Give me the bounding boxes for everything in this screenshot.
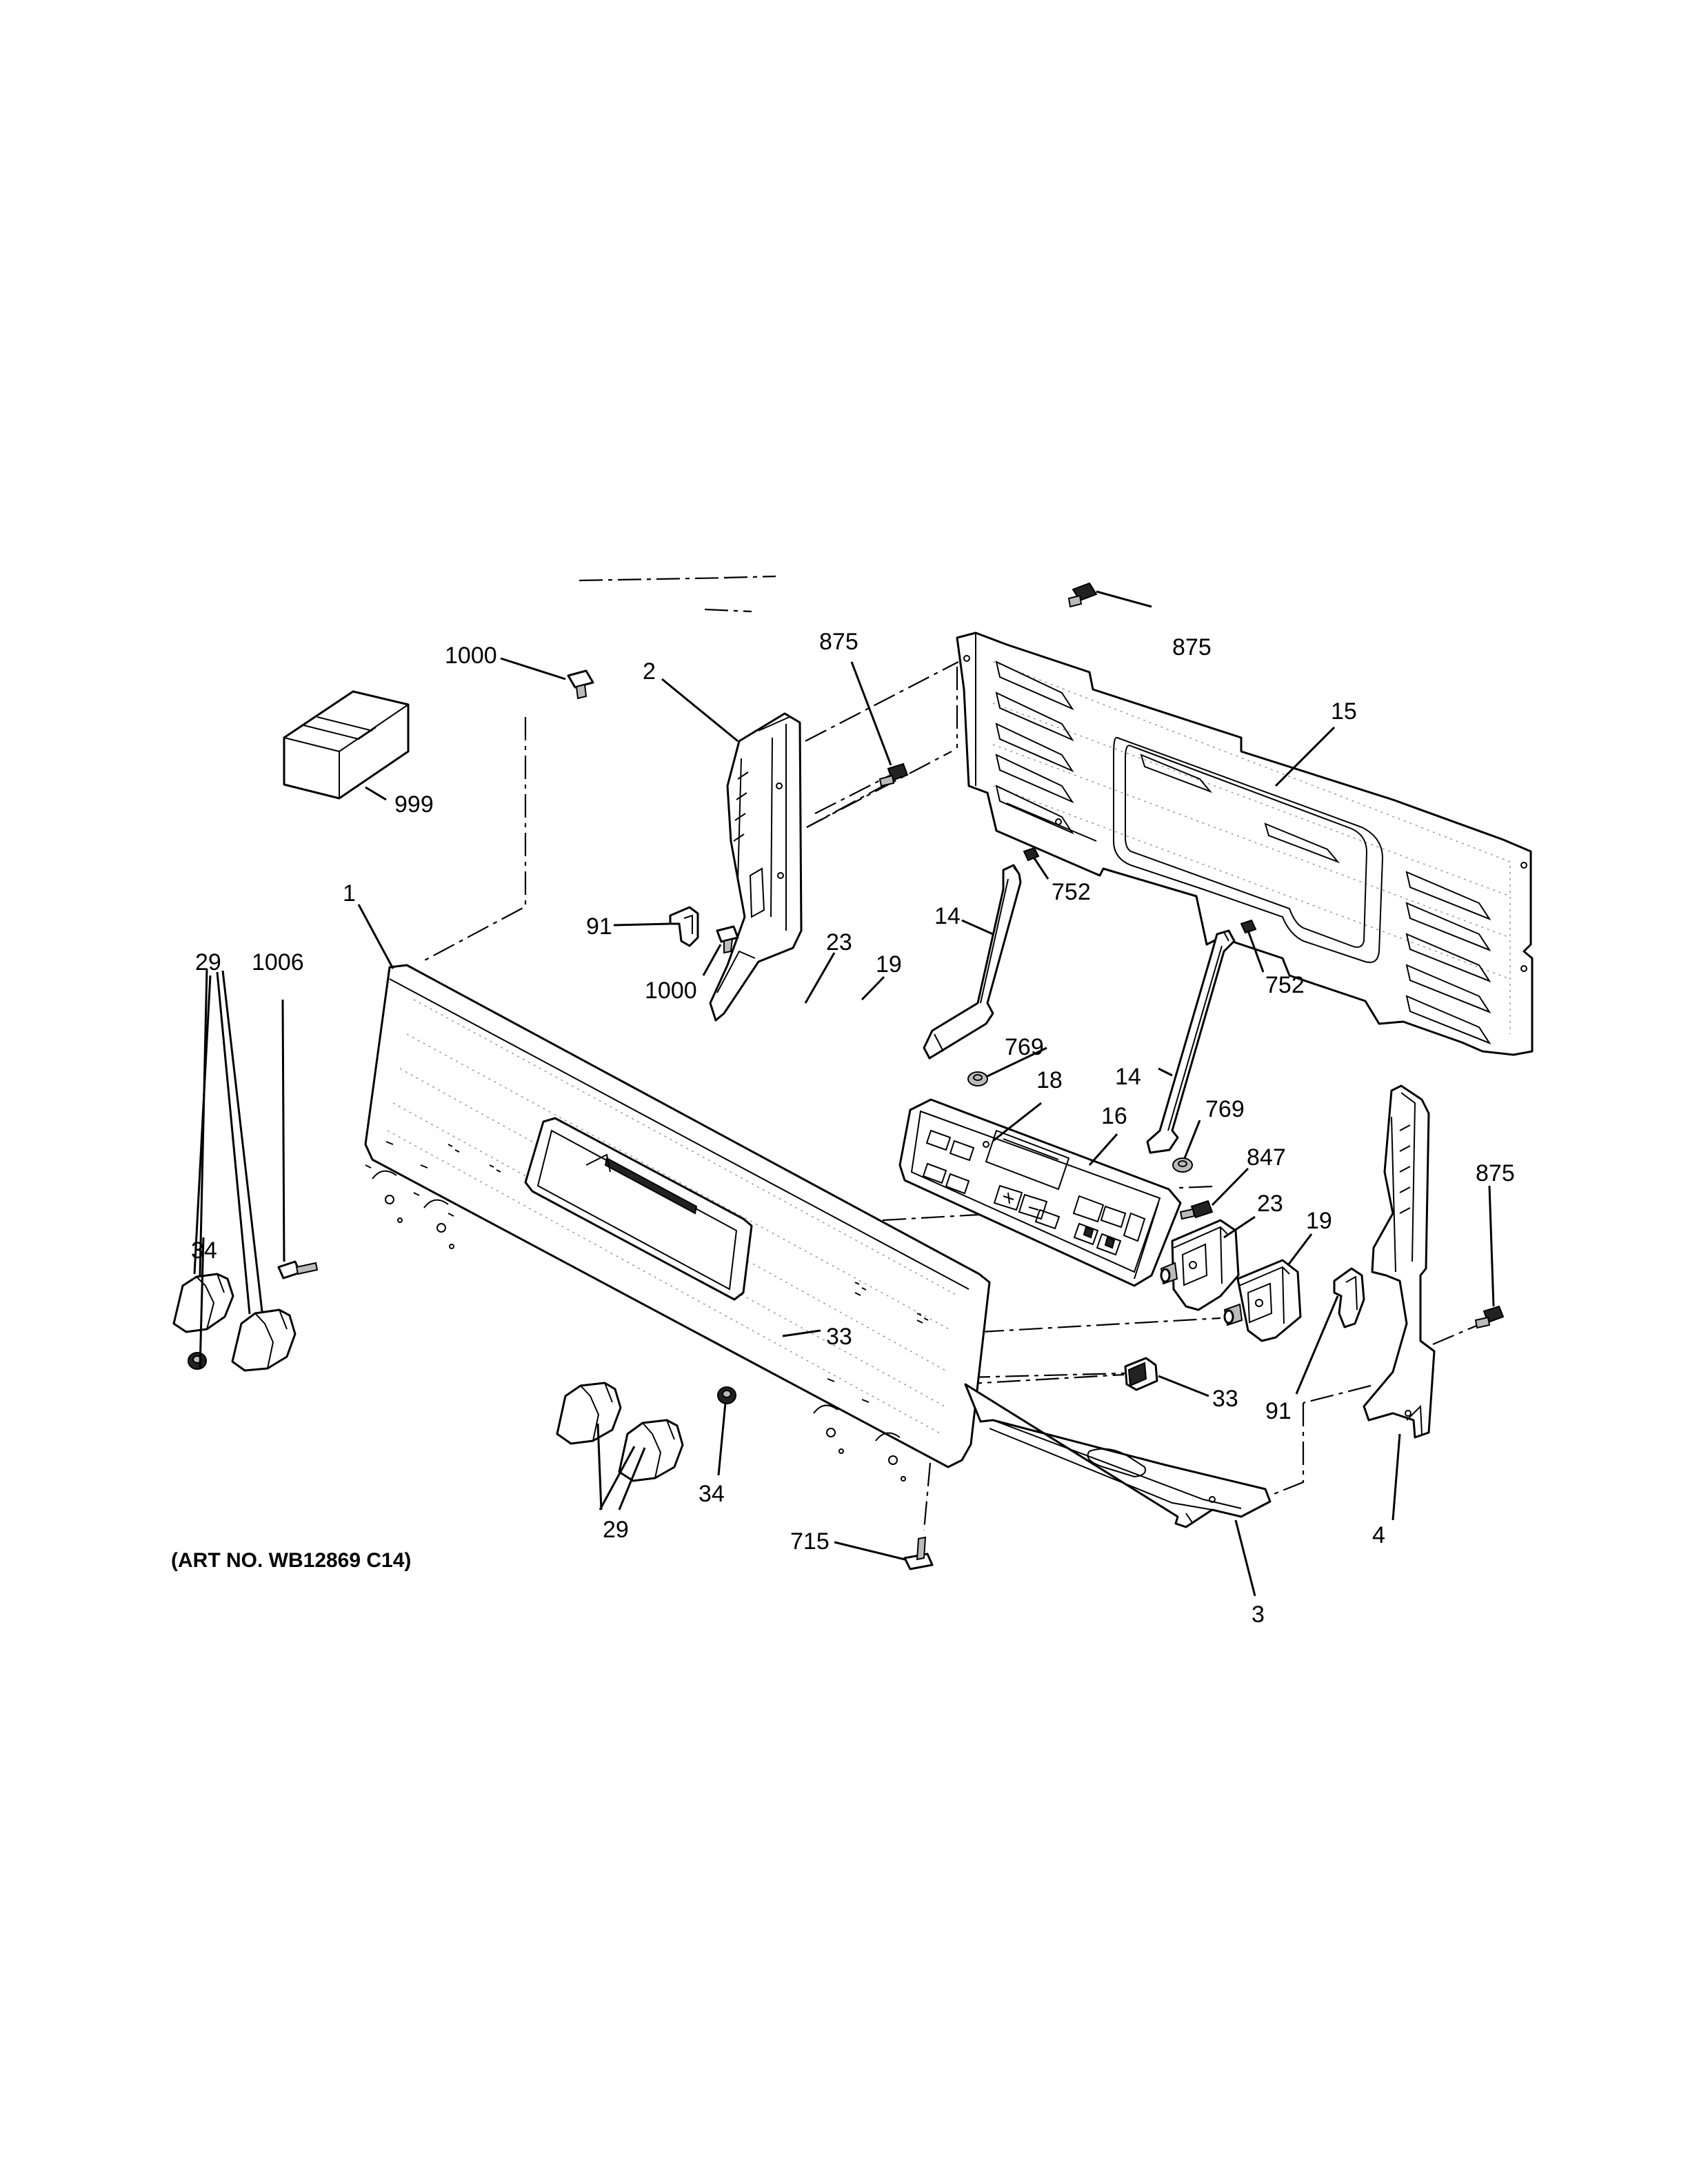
end-bracket-2 [709,712,803,1022]
nut-769-right [1172,1157,1193,1173]
screw-715 [903,1536,934,1570]
callout-999: 999 [394,791,434,818]
callout-769-right: 769 [1205,1096,1245,1122]
callout-1000-lower: 1000 [645,978,697,1004]
callout-91-right: 91 [1265,1398,1292,1424]
clip-34-right [717,1386,736,1404]
screw-875-top [1067,582,1098,608]
callout-18: 18 [1036,1067,1063,1093]
callout-1006: 1006 [252,949,304,975]
screw-847 [1179,1200,1214,1220]
callout-3: 3 [1252,1601,1265,1628]
callout-23-right: 23 [1257,1191,1283,1217]
callout-2: 2 [643,658,656,685]
callout-34-right: 34 [699,1481,725,1507]
knob-29-upper-left-b [231,1308,297,1372]
callout-752-left: 752 [1052,879,1091,905]
trim-3 [964,1383,1272,1528]
callout-23-left: 23 [826,929,852,956]
screw-875-bracket [878,762,909,787]
callout-29-upper: 29 [195,949,221,975]
callout-1000-upper: 1000 [445,643,497,669]
leader-lines [193,590,1495,1597]
end-bracket-4 [1363,1084,1436,1439]
callout-875-right: 875 [1476,1160,1515,1186]
switch-19-right [1223,1259,1302,1342]
callout-875-top: 875 [1172,634,1212,660]
callout-752-right: 752 [1265,972,1305,998]
callout-19-left: 19 [876,951,902,978]
knob-29-lower-b [618,1419,684,1482]
callout-715: 715 [790,1528,830,1555]
callout-29-lower: 29 [603,1517,629,1543]
nut-752-right [1240,919,1257,934]
callout-4: 4 [1372,1522,1385,1548]
callout-labels: 1000 999 2 875 875 15 1 91 1000 29 1006 … [191,629,1515,1628]
nut-752-left [1023,847,1040,862]
callout-19-right: 19 [1306,1208,1332,1234]
switch-23-right [1160,1219,1240,1311]
box-kit-999 [283,690,410,800]
knob-29-lower-a [556,1382,622,1445]
callout-15: 15 [1331,698,1357,725]
callout-16: 16 [1101,1103,1127,1129]
clip-34-left [188,1352,207,1370]
callout-14-left: 14 [934,903,961,929]
support-rod-14-left [923,864,1022,1060]
screw-1000-lower [716,925,739,954]
control-board-16 [898,1098,1182,1287]
callout-769-left: 769 [1005,1034,1044,1060]
clip-91-right [1333,1267,1365,1328]
clip-91-upper [669,906,699,947]
support-rod-14-right [1146,929,1236,1154]
callout-1: 1 [343,880,356,907]
knob-29-upper-left-a [172,1273,234,1333]
indicator-33-right [1124,1357,1158,1391]
nut-769-left [967,1071,988,1086]
screw-1000-upper [567,669,594,700]
screw-1006 [277,1260,319,1280]
control-panel-1 [364,964,991,1482]
callout-14-right: 14 [1115,1064,1141,1090]
callout-33-left: 33 [826,1324,852,1350]
back-panel-15 [956,631,1534,1056]
callout-91-upper: 91 [586,913,612,940]
callout-33-right: 33 [1212,1386,1238,1412]
art-number-caption: (ART NO. WB12869 C14) [171,1549,411,1572]
callout-34-left: 34 [191,1237,217,1264]
callout-847: 847 [1247,1144,1286,1171]
callout-875-bracket: 875 [819,629,858,655]
screw-875-right [1474,1305,1505,1329]
